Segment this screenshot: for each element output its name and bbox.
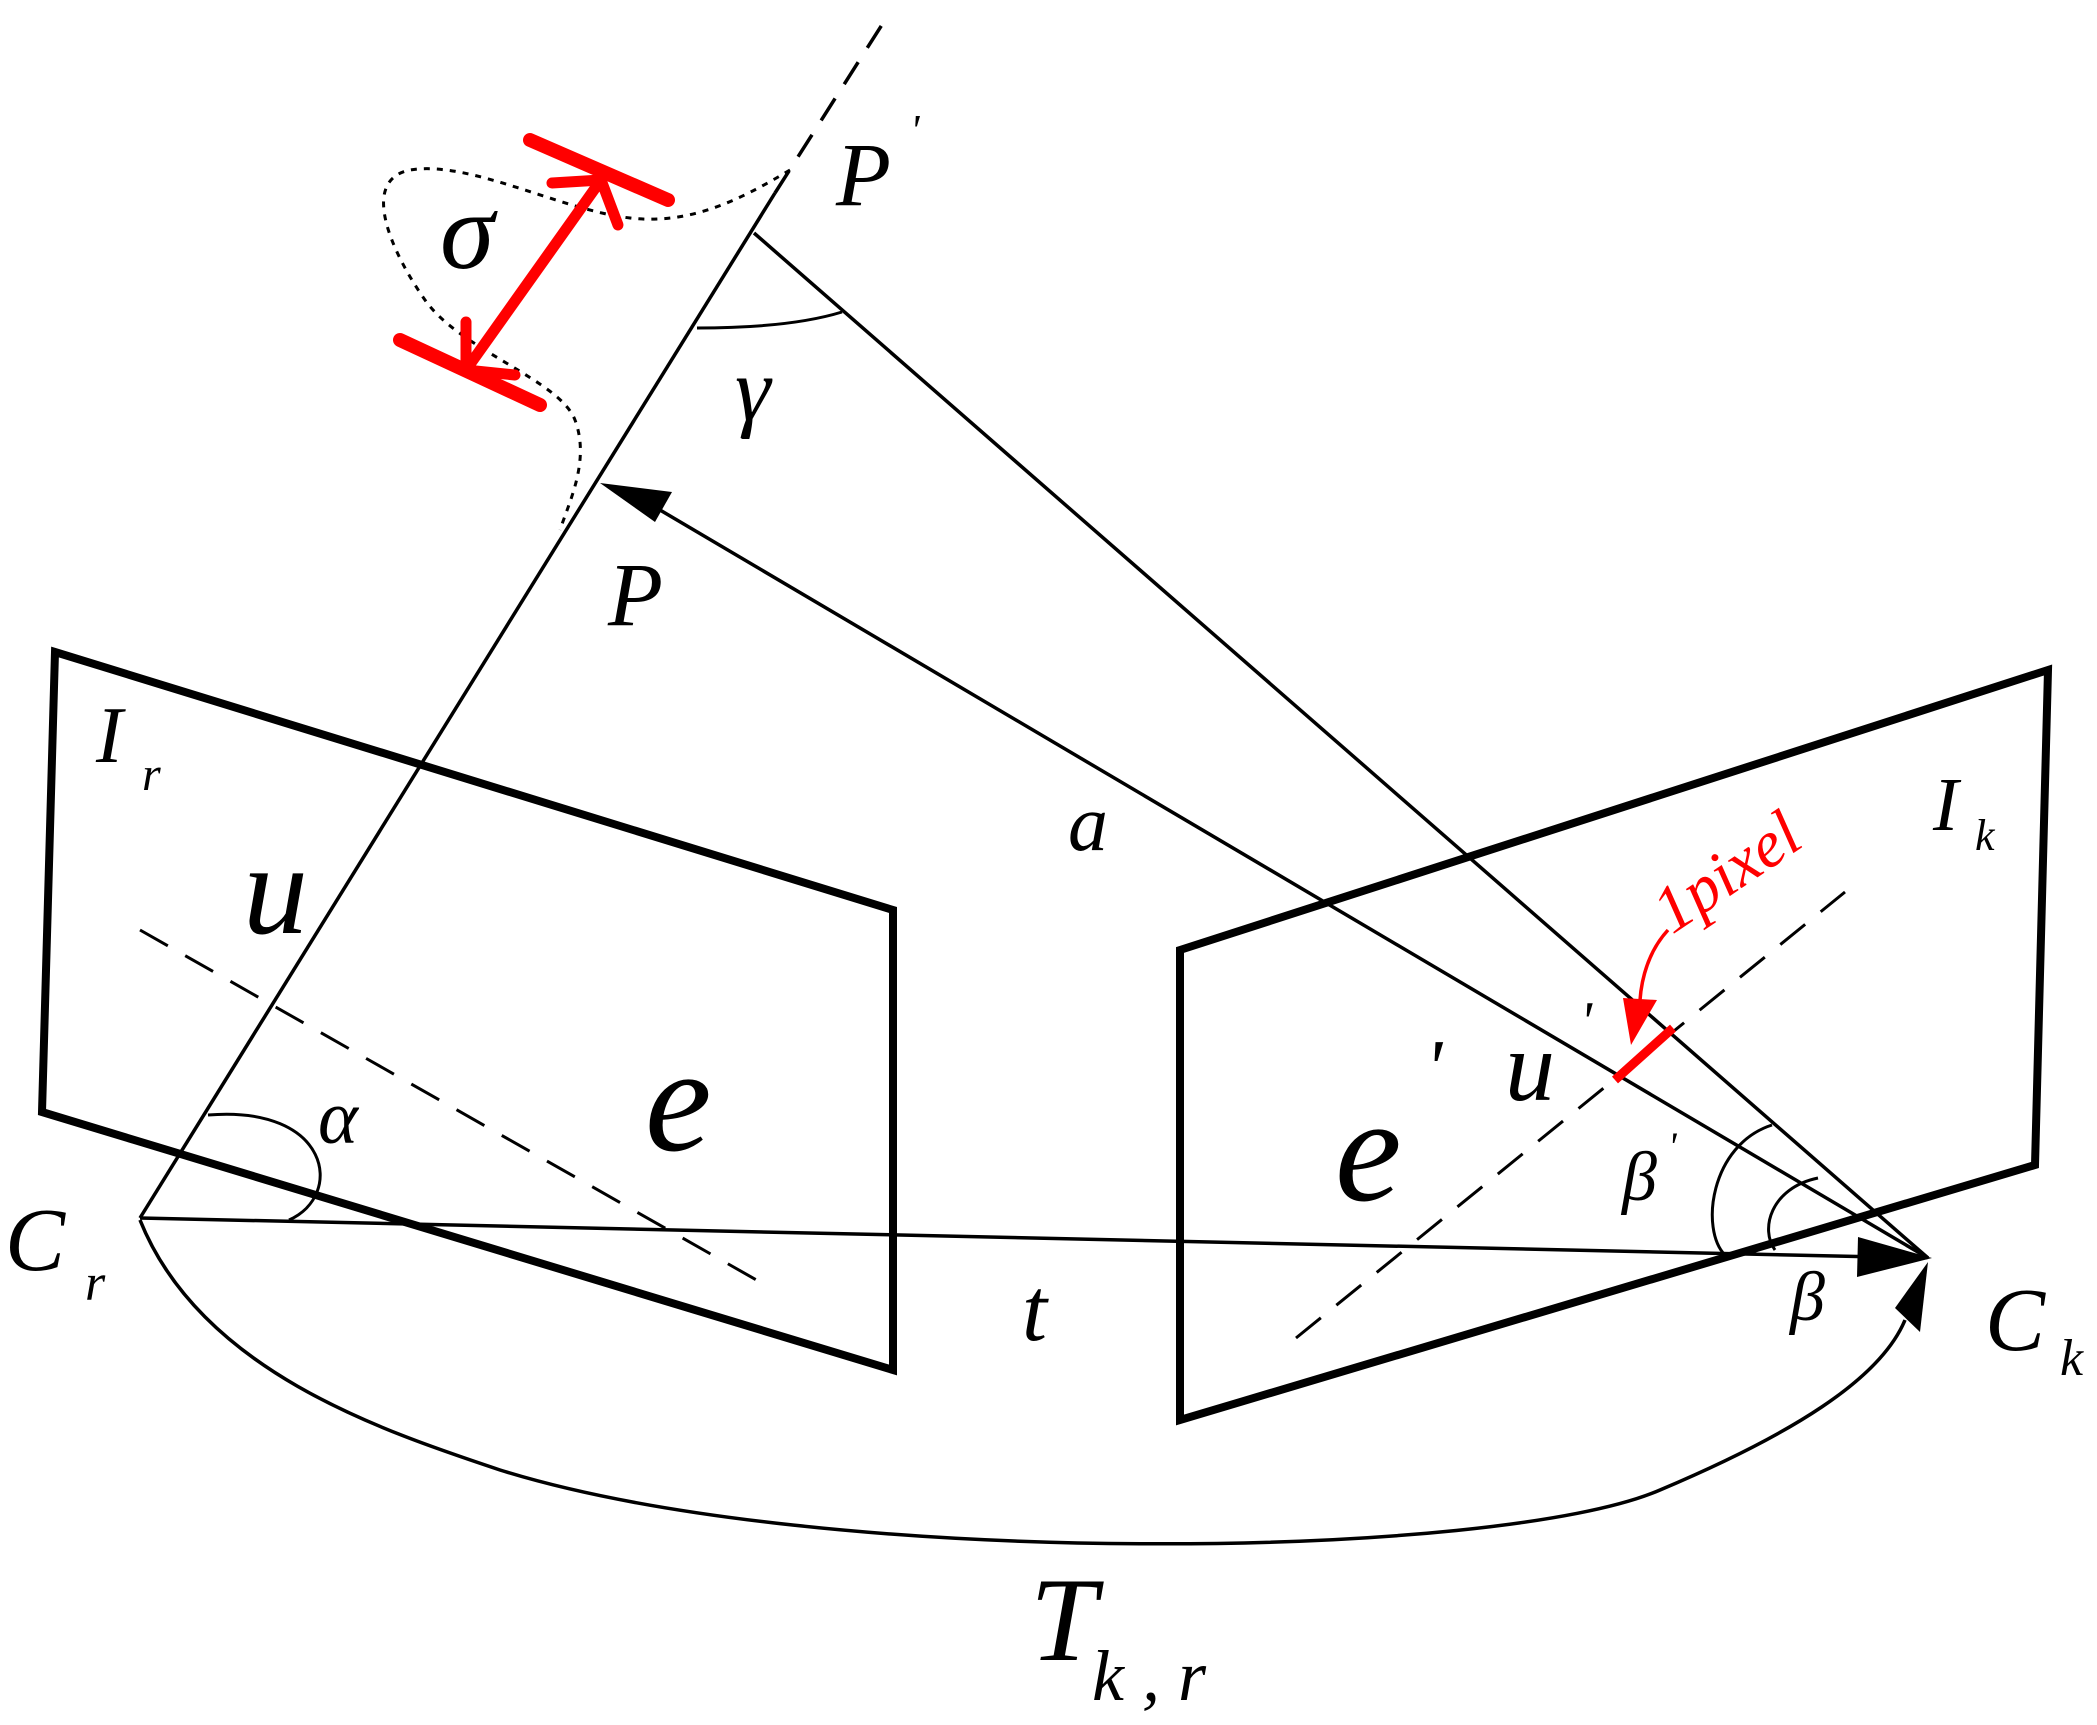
baseline-t-line (139, 1216, 1881, 1259)
label-u-prime: u (1505, 1011, 1555, 1122)
label-c-r: C (5, 1191, 66, 1290)
label-t-kr: T (1030, 1553, 1104, 1686)
vector-a-line (659, 508, 1929, 1260)
transform-arc (138, 1219, 1907, 1546)
key-image-plane (1176, 664, 2053, 1426)
epipolar-line-e (139, 928, 761, 1284)
label-u: u (243, 818, 308, 962)
label-c-k-sub: k (2060, 1330, 2084, 1387)
label-i-k: I (1932, 763, 1962, 847)
label-alpha: α (318, 1076, 360, 1160)
label-p: P (607, 546, 663, 645)
label-e: e (645, 1017, 712, 1183)
beta-arc (1767, 1176, 1819, 1251)
label-e-prime-mark: ' (1425, 1025, 1444, 1113)
reference-ray-extension (773, 19, 887, 194)
one-pixel-segment (1611, 1024, 1677, 1084)
beta-prime-arc (1710, 1123, 1773, 1257)
alpha-arc (207, 1112, 322, 1222)
label-beta: β (1788, 1259, 1825, 1336)
baseline-t-arrowhead (1857, 1237, 1932, 1277)
gamma-arc (696, 310, 843, 330)
label-beta-prime: β (1620, 1139, 1657, 1216)
epipolar-line-e-prime (1295, 890, 1846, 1340)
label-sigma: σ (440, 170, 498, 292)
label-p-prime-mark: ' (910, 106, 921, 155)
ray-ck-to-p-prime (752, 231, 1930, 1260)
vector-a-arrowhead (600, 483, 672, 522)
label-one-pixel: 1pixel (1640, 797, 1815, 948)
label-i-k-sub: k (1975, 811, 1996, 860)
label-t: t (1022, 1261, 1049, 1360)
uncertainty-curve (382, 167, 791, 531)
label-a: a (1068, 780, 1108, 868)
transform-arc-arrowhead (1895, 1262, 1928, 1332)
label-t-kr-sub: k , r (1092, 1636, 1207, 1716)
label-beta-prime-mark: ' (1668, 1124, 1678, 1169)
label-c-k: C (1985, 1271, 2046, 1370)
label-i-r-sub: r (142, 748, 161, 801)
reference-image-plane (37, 646, 897, 1376)
label-i-r: I (95, 692, 126, 780)
label-e-prime: e (1335, 1067, 1402, 1233)
label-gamma: γ (735, 341, 773, 440)
reference-ray (138, 192, 777, 1219)
one-pixel-pointer-head (1623, 998, 1657, 1045)
sigma-uncertainty-arrow (393, 133, 675, 412)
label-p-prime: P (835, 126, 891, 225)
label-u-prime-mark: ' (1580, 991, 1593, 1053)
label-c-r-sub: r (85, 1255, 106, 1312)
